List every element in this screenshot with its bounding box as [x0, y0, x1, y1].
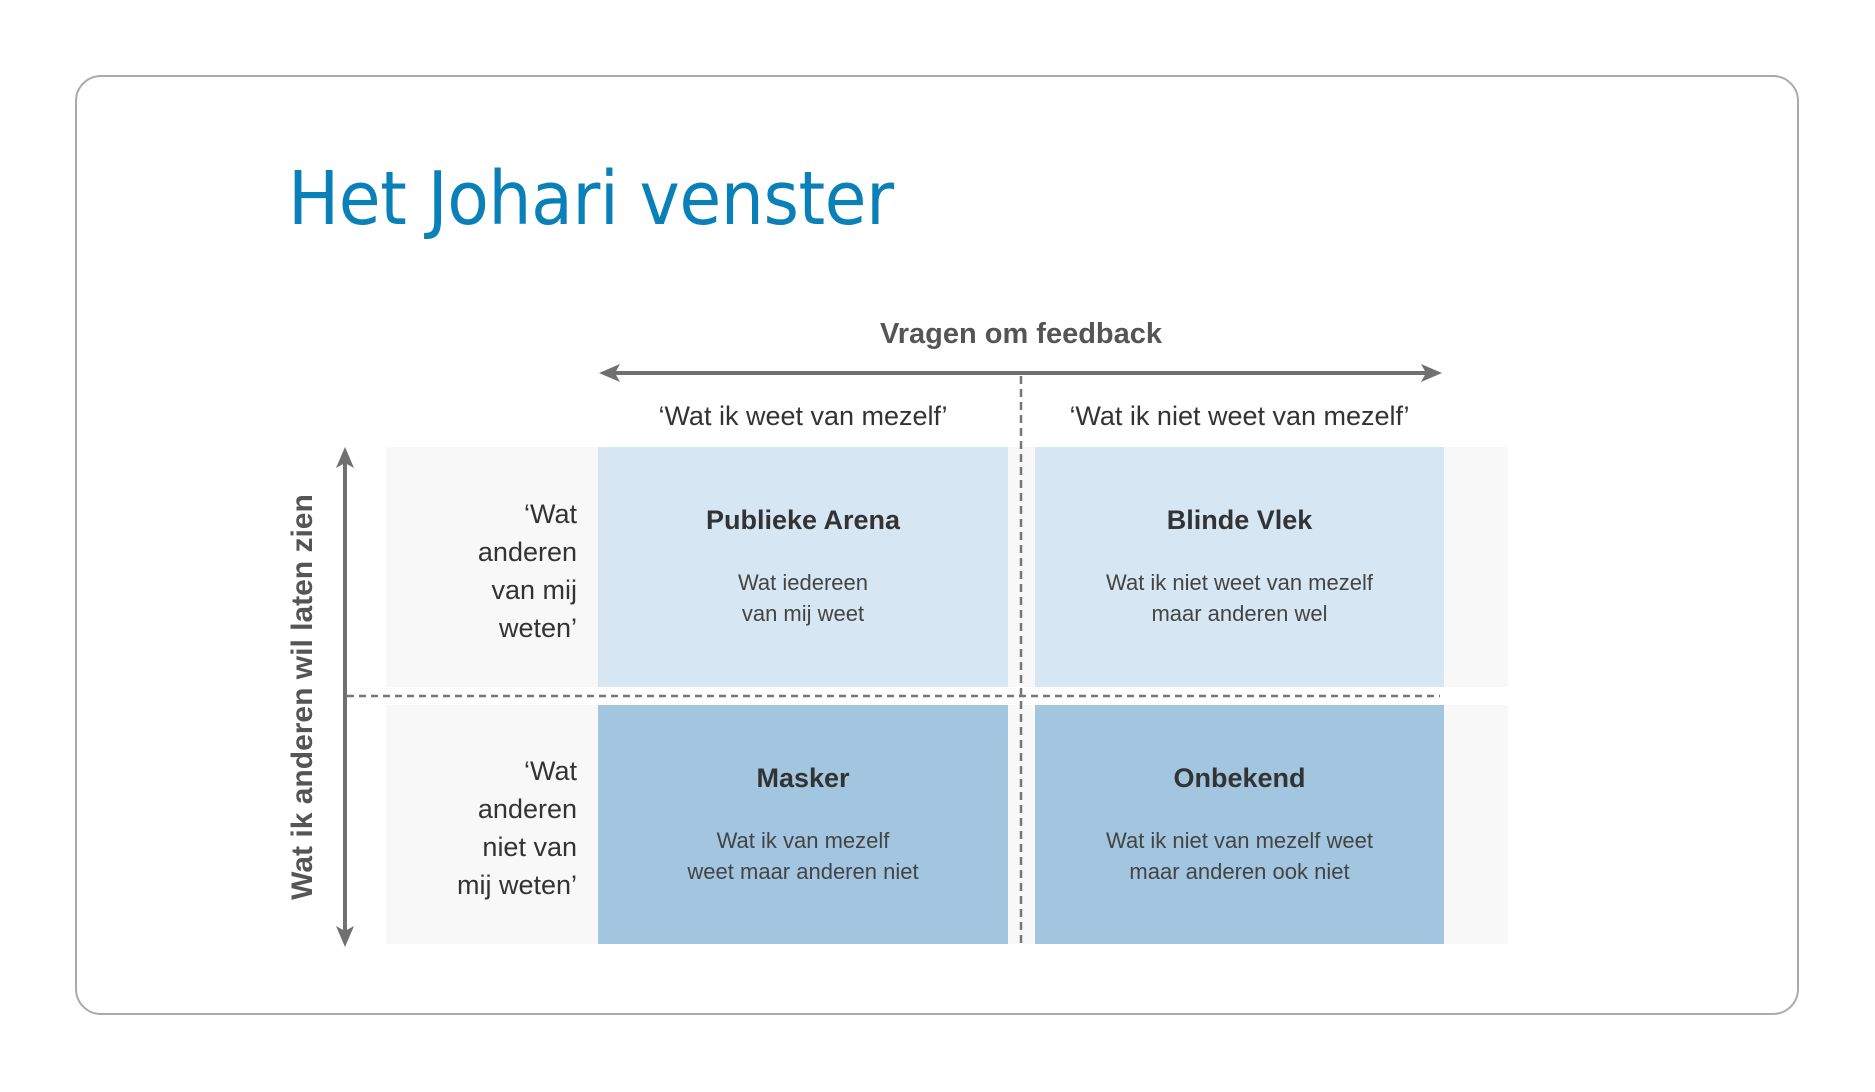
quadrant-title: Publieke Arena [705, 505, 901, 535]
description-line: Wat ik niet weet van mezelf [1106, 570, 1373, 595]
row-label-line: anderen [477, 794, 577, 824]
horizontal-double-arrow-icon [599, 364, 1442, 382]
row-label-line: anderen [477, 537, 577, 567]
quadrant-description: Wat ik niet weet van mezelf maar anderen… [1106, 567, 1373, 629]
row-label-line: mij weten’ [456, 870, 577, 900]
quadrant-description: Wat ik niet van mezelf weet maar anderen… [1106, 825, 1373, 887]
quadrant-description: Wat ik van mezelf weet maar anderen niet [687, 825, 918, 887]
description-line: Wat ik niet van mezelf weet [1106, 828, 1373, 853]
quadrant-onbekend: Onbekend Wat ik niet van mezelf weet maa… [1035, 705, 1444, 944]
column-header-unknown-to-self: ‘Wat ik niet weet van mezelf’ [1069, 401, 1410, 431]
quadrant-description: Wat iedereen van mij weet [738, 567, 868, 629]
row-label-line: niet van [482, 832, 577, 862]
row-label-line: ‘Wat [524, 499, 577, 529]
row-label-line: van mij [491, 575, 577, 605]
horizontal-axis-label: Vragen om feedback [879, 318, 1163, 350]
vertical-axis-label: Wat ik anderen wil laten zien [286, 494, 319, 900]
page-title: Het Johari venster [288, 156, 894, 242]
quadrant-blinde-vlek: Blinde Vlek Wat ik niet weet van mezelf … [1035, 447, 1444, 687]
row-label-unknown-to-others: ‘Wat anderen niet van mij weten’ [400, 752, 577, 904]
quadrant-publieke-arena: Publieke Arena Wat iedereen van mij weet [598, 447, 1008, 687]
description-line: Wat ik van mezelf [716, 828, 890, 853]
quadrant-masker: Masker Wat ik van mezelf weet maar ander… [598, 705, 1008, 944]
description-line: van mij weet [741, 601, 865, 626]
description-line: maar anderen ook niet [1129, 859, 1350, 884]
quadrant-title: Masker [756, 763, 850, 793]
column-header-known-to-self: ‘Wat ik weet van mezelf’ [658, 401, 948, 431]
quadrant-title: Blinde Vlek [1166, 505, 1313, 535]
quadrant-title: Onbekend [1173, 763, 1306, 793]
row-label-line: ‘Wat [524, 756, 577, 786]
row-label-line: weten’ [498, 613, 577, 643]
diagram-frame [75, 75, 1799, 1015]
vertical-double-arrow-icon [336, 447, 354, 947]
row-label-known-to-others: ‘Wat anderen van mij weten’ [400, 495, 577, 647]
description-line: Wat iedereen [737, 570, 869, 595]
description-line: weet maar anderen niet [687, 859, 919, 884]
description-line: maar anderen wel [1151, 601, 1328, 626]
